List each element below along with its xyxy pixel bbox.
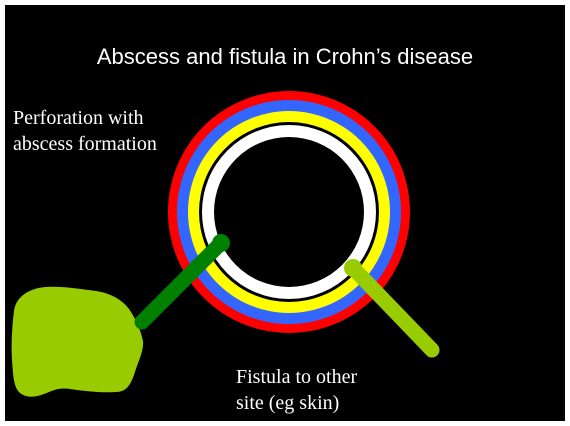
fistula-opening — [344, 259, 362, 277]
fistula-label-line1: Fistula to other — [236, 364, 357, 390]
slide-title: Abscess and fistula in Crohn’s disease — [5, 44, 565, 70]
fistula-label-line2: site (eg skin) — [236, 390, 357, 416]
fistula-tract — [353, 268, 432, 350]
perforation-opening — [212, 234, 230, 252]
bowel-lumen — [214, 137, 364, 287]
fistula-label: Fistula to other site (eg skin) — [236, 364, 357, 416]
perforation-label: Perforation with abscess formation — [13, 105, 157, 157]
perforation-label-line2: abscess formation — [13, 131, 157, 157]
perforation-label-line1: Perforation with — [13, 105, 157, 131]
abscess-mass — [12, 287, 144, 397]
